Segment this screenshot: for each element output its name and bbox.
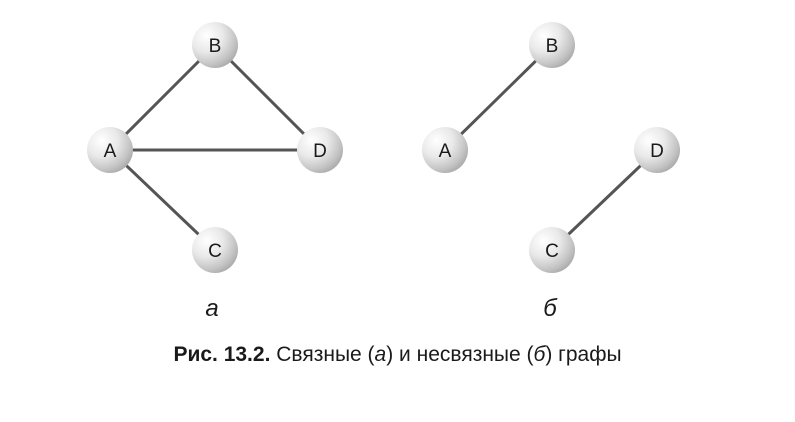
subfigure-label: а: [205, 295, 218, 322]
node-c: C: [529, 227, 575, 273]
node-label: B: [209, 36, 222, 57]
caption-figure-number: Рис. 13.2.: [173, 343, 271, 366]
caption-text-2: ) и несвязные (: [386, 343, 534, 366]
caption-text-1: Связные (: [270, 343, 375, 366]
edge-a-c: [108, 148, 217, 252]
node-b: B: [192, 22, 238, 68]
node-a: A: [422, 127, 468, 173]
node-circle: [422, 127, 468, 173]
figure-caption: Рис. 13.2. Связные (а) и несвязные (б) г…: [0, 343, 795, 367]
node-circle: [192, 22, 238, 68]
node-circle: [87, 127, 133, 173]
edge-a-b: [108, 43, 217, 152]
node-circle: [192, 227, 238, 273]
node-label: D: [313, 141, 327, 162]
node-label: A: [439, 141, 452, 162]
node-c: C: [192, 227, 238, 273]
node-circle: [529, 22, 575, 68]
node-d: D: [297, 127, 343, 173]
node-label: A: [104, 141, 117, 162]
node-a: A: [87, 127, 133, 173]
node-label: B: [546, 36, 559, 57]
disconnected-graph: A B C Dб: [422, 22, 680, 322]
node-label: D: [650, 141, 664, 162]
node-label: C: [208, 241, 222, 262]
edge-a-b: [443, 43, 554, 152]
node-d: D: [634, 127, 680, 173]
edge-c-d: [550, 148, 659, 252]
edge-b-d: [213, 43, 322, 152]
caption-italic-b: б: [533, 343, 546, 366]
caption-text-3: ) графы: [545, 343, 622, 366]
node-b: B: [529, 22, 575, 68]
node-circle: [529, 227, 575, 273]
connected-graph: A B C Dа: [87, 22, 343, 322]
node-label: C: [545, 241, 559, 262]
caption-italic-a: а: [374, 343, 387, 366]
node-circle: [297, 127, 343, 173]
subfigure-label: б: [543, 295, 558, 322]
node-circle: [634, 127, 680, 173]
